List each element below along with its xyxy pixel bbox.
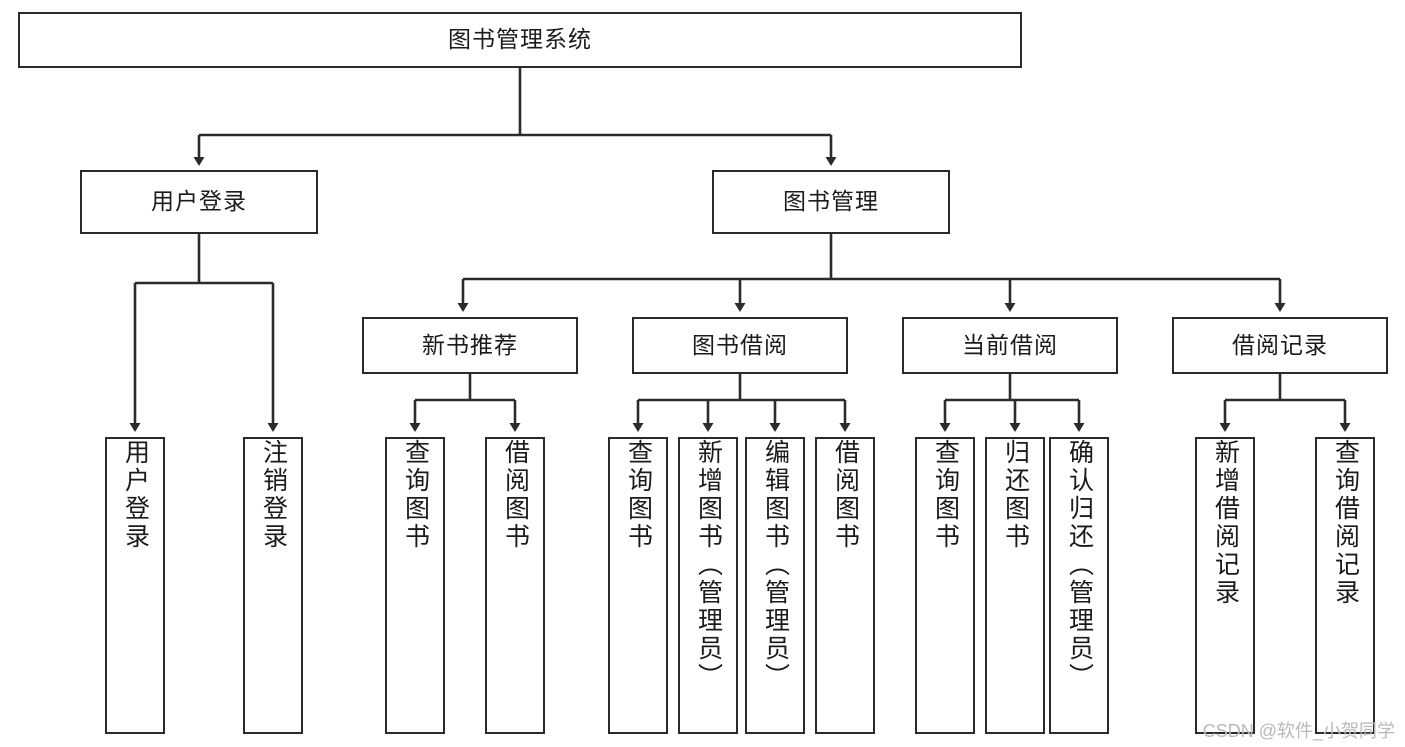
node-leaf-user-logout-label: 注销登录 (259, 439, 288, 551)
node-new-book-recommend-label: 新书推荐 (422, 331, 518, 358)
node-book-borrow-label: 图书借阅 (692, 331, 788, 358)
node-leaf-borrow-book-1[interactable]: 借阅图书 (485, 437, 545, 734)
node-leaf-user-logout[interactable]: 注销登录 (243, 437, 303, 734)
node-leaf-confirm-return-label: 确认归还（管理员） (1065, 439, 1094, 691)
node-leaf-return-book[interactable]: 归还图书 (985, 437, 1045, 734)
node-leaf-user-login[interactable]: 用户登录 (105, 437, 165, 734)
node-borrow-record[interactable]: 借阅记录 (1172, 317, 1388, 374)
node-user-login[interactable]: 用户登录 (80, 170, 318, 234)
watermark-text: CSDN @软件_小贺同学 (1202, 721, 1395, 741)
node-new-book-recommend[interactable]: 新书推荐 (362, 317, 578, 374)
node-leaf-query-book-2-label: 查询图书 (624, 439, 653, 551)
node-leaf-query-book-3[interactable]: 查询图书 (915, 437, 975, 734)
node-leaf-edit-book[interactable]: 编辑图书（管理员） (745, 437, 805, 734)
node-leaf-edit-book-label: 编辑图书（管理员） (761, 439, 790, 691)
node-leaf-confirm-return[interactable]: 确认归还（管理员） (1049, 437, 1109, 734)
node-root[interactable]: 图书管理系统 (18, 12, 1022, 68)
node-leaf-borrow-book-1-label: 借阅图书 (501, 439, 530, 551)
node-leaf-query-book-1-label: 查询图书 (401, 439, 430, 551)
node-root-label: 图书管理系统 (448, 26, 592, 53)
node-user-login-label: 用户登录 (151, 188, 247, 215)
node-leaf-add-book[interactable]: 新增图书（管理员） (678, 437, 738, 734)
node-leaf-query-record-label: 查询借阅记录 (1331, 439, 1360, 607)
node-leaf-query-book-3-label: 查询图书 (931, 439, 960, 551)
node-leaf-borrow-book-2[interactable]: 借阅图书 (815, 437, 875, 734)
node-book-manage[interactable]: 图书管理 (712, 170, 950, 234)
node-leaf-user-login-label: 用户登录 (121, 439, 150, 551)
node-leaf-borrow-book-2-label: 借阅图书 (831, 439, 860, 551)
node-leaf-add-book-label: 新增图书（管理员） (694, 439, 723, 691)
node-current-borrow-label: 当前借阅 (962, 331, 1058, 358)
node-leaf-return-book-label: 归还图书 (1001, 439, 1030, 551)
node-leaf-add-record[interactable]: 新增借阅记录 (1195, 437, 1255, 734)
node-book-manage-label: 图书管理 (783, 188, 879, 215)
node-leaf-query-book-2[interactable]: 查询图书 (608, 437, 668, 734)
node-leaf-query-record[interactable]: 查询借阅记录 (1315, 437, 1375, 734)
node-book-borrow[interactable]: 图书借阅 (632, 317, 848, 374)
node-borrow-record-label: 借阅记录 (1232, 331, 1328, 358)
node-leaf-add-record-label: 新增借阅记录 (1211, 439, 1240, 607)
node-leaf-query-book-1[interactable]: 查询图书 (385, 437, 445, 734)
node-current-borrow[interactable]: 当前借阅 (902, 317, 1118, 374)
